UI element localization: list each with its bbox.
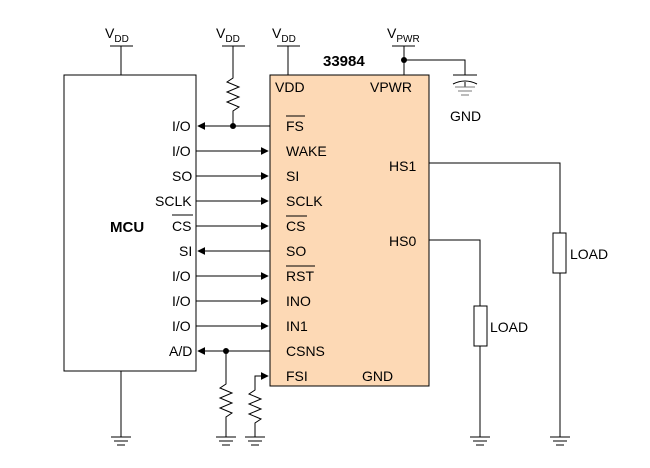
vdd-label-pullup: VDD bbox=[216, 25, 240, 45]
chip-pin-fs: FS bbox=[286, 118, 304, 134]
chip-pin-hs0: HS0 bbox=[389, 233, 416, 249]
vdd-label-chip: VDD bbox=[272, 25, 296, 45]
mcu-pin-sclk: SCLK bbox=[155, 193, 192, 209]
load-label-hs1: LOAD bbox=[570, 246, 608, 262]
vdd-label-mcu: VDD bbox=[105, 25, 129, 45]
fsi-wire bbox=[254, 372, 269, 386]
vpwr-label: VPWR bbox=[387, 25, 420, 45]
load-resistor-hs0 bbox=[473, 305, 488, 347]
mcu-ground-symbol bbox=[111, 436, 131, 446]
capacitor-wire bbox=[404, 59, 466, 75]
load-resistor-hs1 bbox=[552, 232, 567, 274]
chip-pin-rst: RST bbox=[286, 268, 314, 284]
chip-part-number: 33984 bbox=[323, 53, 365, 70]
load-label-hs0: LOAD bbox=[490, 319, 528, 335]
chip-pin-wake: WAKE bbox=[286, 143, 327, 159]
mcu-pin-io-5: I/O bbox=[172, 318, 191, 334]
capacitor-gnd-label: GND bbox=[450, 108, 481, 124]
fsi-ground-symbol bbox=[245, 436, 265, 446]
chip-pin-fsi: FSI bbox=[286, 368, 308, 384]
mcu-pin-io-4: I/O bbox=[172, 293, 191, 309]
chip-pin-vdd: VDD bbox=[275, 79, 305, 95]
mcu-pin-cs: CS bbox=[172, 218, 191, 234]
mcu-pin-io-3: I/O bbox=[172, 268, 191, 284]
hs1-wire bbox=[429, 162, 561, 233]
mcu-label: MCU bbox=[110, 219, 144, 236]
chip-pin-gnd: GND bbox=[362, 368, 393, 384]
csns-resistor bbox=[218, 351, 234, 437]
mcu-pin-ad: A/D bbox=[169, 343, 192, 359]
fs-junction-dot bbox=[230, 123, 236, 129]
svg-text:VPWR: VPWR bbox=[387, 25, 420, 45]
hs0-wire bbox=[429, 239, 481, 306]
svg-text:VDD: VDD bbox=[105, 25, 129, 45]
mcu-pin-io-2: I/O bbox=[172, 143, 191, 159]
chip-pin-si: SI bbox=[286, 168, 299, 184]
fs-pullup-resistor bbox=[225, 70, 241, 126]
chip-pin-so: SO bbox=[286, 243, 306, 259]
hs1-ground-symbol bbox=[550, 436, 570, 446]
csns-ground-symbol bbox=[216, 436, 236, 446]
chip-pin-vpwr: VPWR bbox=[370, 79, 412, 95]
mcu-pin-si: SI bbox=[179, 243, 192, 259]
mcu-block bbox=[63, 74, 197, 372]
chip-pin-csns: CSNS bbox=[286, 343, 325, 359]
fsi-resistor bbox=[247, 386, 263, 437]
svg-text:VDD: VDD bbox=[272, 25, 296, 45]
capacitor-symbol bbox=[452, 74, 478, 87]
chip-pin-in1: IN1 bbox=[286, 318, 308, 334]
hs0-ground-symbol bbox=[470, 436, 490, 446]
chip-pin-hs1: HS1 bbox=[389, 158, 416, 174]
mcu-pin-io-1: I/O bbox=[172, 118, 191, 134]
chip-body bbox=[269, 74, 430, 387]
chip-pin-ino: INO bbox=[286, 293, 311, 309]
svg-text:VDD: VDD bbox=[216, 25, 240, 45]
capacitor-ground-symbol bbox=[455, 86, 475, 96]
chip-pin-cs: CS bbox=[286, 218, 305, 234]
chip-pin-sclk: SCLK bbox=[286, 193, 323, 209]
mcu-pin-so: SO bbox=[172, 168, 192, 184]
